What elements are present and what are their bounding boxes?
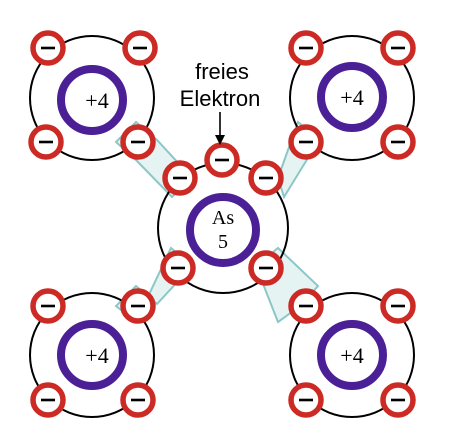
electron-bottom-left-2	[120, 288, 156, 324]
minus-icon	[299, 304, 313, 308]
annotation-line-2: Elektron	[180, 86, 261, 111]
electron-bottom-left-4	[120, 382, 156, 418]
annotation-line-1: freies	[195, 59, 249, 84]
minus-icon	[41, 398, 55, 402]
electron-center-top-right	[248, 160, 284, 196]
electron-center-top-left	[162, 160, 198, 196]
core-label-center-symbol: As	[212, 207, 234, 229]
minus-icon	[391, 140, 405, 144]
arrow-head-icon	[215, 135, 225, 145]
orbit-bottom-left	[29, 292, 155, 418]
minus-icon	[259, 176, 273, 180]
electron-bottom-right-2	[380, 288, 416, 324]
orbit-top-left	[29, 35, 155, 161]
core-label-center-number: 5	[218, 231, 228, 253]
electron-center-bottom-left	[160, 250, 196, 286]
electron-top-left-3	[28, 124, 64, 160]
minus-icon	[391, 46, 405, 50]
core-bottom-right	[317, 320, 387, 390]
electron-top-right-2	[380, 30, 416, 66]
electron-top-right-3	[288, 124, 324, 160]
core-bottom-left	[57, 320, 127, 390]
orbits	[29, 35, 415, 418]
minus-icon	[299, 140, 313, 144]
core-center	[186, 193, 260, 267]
minus-icon	[391, 304, 405, 308]
electron-bottom-left-1	[30, 288, 66, 324]
core-top-left	[57, 65, 127, 135]
cores: +4 +4 +4 +4 As 5	[57, 62, 387, 390]
minus-icon	[299, 398, 313, 402]
minus-icon	[131, 304, 145, 308]
core-label-bottom-right: +4	[340, 343, 363, 368]
minus-icon	[171, 266, 185, 270]
minus-icon	[41, 304, 55, 308]
electron-bottom-right-3	[288, 382, 324, 418]
core-label-top-left: +4	[85, 88, 108, 113]
minus-icon	[215, 158, 229, 162]
minus-icon	[133, 46, 147, 50]
minus-icon	[259, 266, 273, 270]
electrons	[28, 30, 416, 418]
core-label-bottom-left: +4	[85, 343, 108, 368]
minus-icon	[131, 398, 145, 402]
electron-top-left-2	[122, 30, 158, 66]
orbit-bottom-right	[289, 292, 415, 418]
minus-icon	[39, 140, 53, 144]
minus-icon	[299, 46, 313, 50]
electron-bottom-right-1	[288, 288, 324, 324]
electron-bottom-left-3	[30, 382, 66, 418]
free-electron-annotation: freies Elektron	[180, 59, 261, 145]
electron-free	[204, 142, 240, 178]
minus-icon	[391, 398, 405, 402]
core-label-top-right: +4	[340, 85, 363, 110]
electron-bottom-right-4	[380, 382, 416, 418]
electron-center-bottom-right	[248, 250, 284, 286]
minus-icon	[131, 140, 145, 144]
electron-top-left-4	[120, 124, 156, 160]
electron-top-right-4	[380, 124, 416, 160]
orbit-top-right	[289, 35, 415, 161]
minus-icon	[41, 46, 55, 50]
electron-top-left-1	[30, 30, 66, 66]
minus-icon	[173, 176, 187, 180]
electron-top-right-1	[288, 30, 324, 66]
core-top-right	[317, 62, 387, 132]
